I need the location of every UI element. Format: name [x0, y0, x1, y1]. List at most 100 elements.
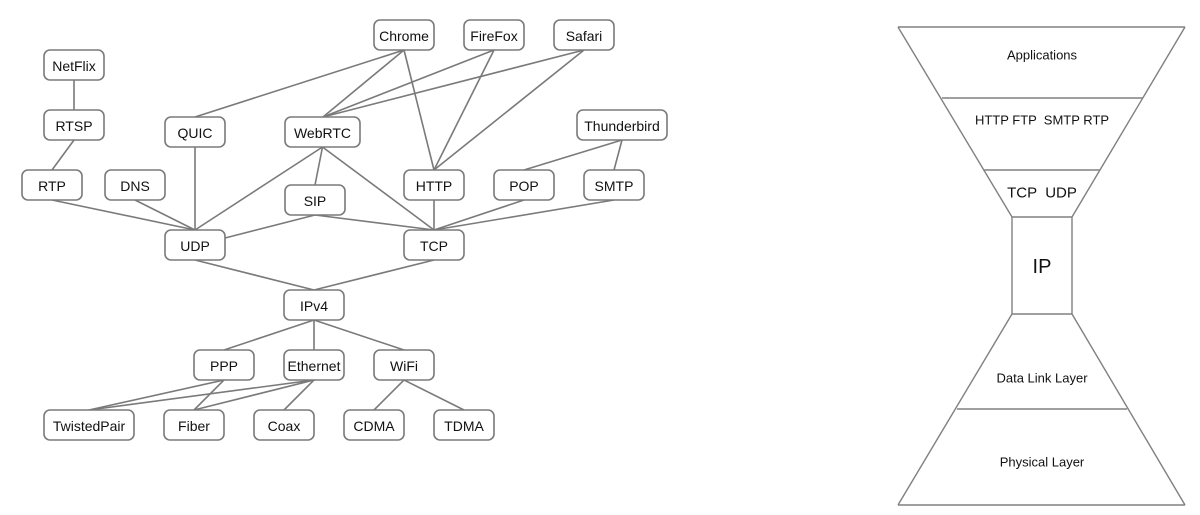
- hourglass-upper-right-edge: [1071, 26, 1186, 218]
- node-chrome: Chrome: [373, 19, 435, 51]
- edge-chrome-quic: [194, 49, 405, 118]
- node-wifi: WiFi: [373, 349, 435, 381]
- node-quic: QUIC: [164, 116, 226, 148]
- node-box: [284, 184, 346, 216]
- edge-firefox-http: [433, 49, 495, 171]
- node-dns: DNS: [104, 169, 166, 201]
- node-thunderbird: Thunderbird: [576, 109, 668, 141]
- node-rtp: RTP: [21, 169, 83, 201]
- node-box: [104, 169, 166, 201]
- node-coax: Coax: [253, 409, 315, 441]
- node-box: [43, 409, 135, 441]
- node-box: [403, 169, 465, 201]
- edge-safari-http: [433, 49, 585, 171]
- node-label: TwistedPair: [53, 418, 126, 434]
- edge-firefox-webrtc: [322, 49, 495, 118]
- node-ipv4: IPv4: [283, 289, 345, 321]
- node-label: IPv4: [300, 298, 328, 314]
- layer-label-transport: TCP UDP: [1007, 185, 1077, 202]
- node-box: [403, 229, 465, 261]
- node-tdma: TDMA: [433, 409, 495, 441]
- node-label: Safari: [566, 28, 603, 44]
- node-box: [283, 289, 345, 321]
- node-label: RTSP: [55, 118, 92, 134]
- node-box: [283, 349, 345, 381]
- edge-ipv4-wifi: [313, 319, 405, 351]
- node-netflix: NetFlix: [43, 49, 105, 81]
- edge-sip-tcp: [314, 214, 435, 231]
- node-box: [493, 169, 555, 201]
- node-label: WebRTC: [294, 125, 351, 141]
- layer-label-applications: Applications: [1007, 48, 1078, 63]
- node-label: WiFi: [390, 358, 418, 374]
- node-label: SMTP: [595, 178, 634, 194]
- node-udp: UDP: [164, 229, 226, 261]
- node-firefox: FireFox: [463, 19, 525, 51]
- node-label: Ethernet: [288, 358, 341, 374]
- edge-webrtc-udp: [194, 146, 323, 231]
- edge-smtp-tcp: [433, 199, 615, 231]
- node-tcp: TCP: [403, 229, 465, 261]
- hourglass-lower-right-edge: [1071, 313, 1186, 506]
- node-label: FireFox: [470, 28, 517, 44]
- node-box: [193, 349, 255, 381]
- node-box: [576, 109, 668, 141]
- edge-ppp-twistedpair: [88, 379, 225, 411]
- edge-wifi-cdma: [373, 379, 405, 411]
- layer-label-app-protocols: HTTP FTP SMTP RTP: [975, 113, 1109, 128]
- node-box: [164, 229, 226, 261]
- node-box: [163, 409, 225, 441]
- hourglass-lower-left-edge: [897, 313, 1013, 506]
- node-label: Fiber: [178, 418, 210, 434]
- node-box: [253, 409, 315, 441]
- node-label: Thunderbird: [584, 118, 660, 134]
- node-webrtc: WebRTC: [284, 116, 361, 148]
- node-sip: SIP: [284, 184, 346, 216]
- edge-rtp-udp: [51, 199, 196, 231]
- node-box: [343, 409, 405, 441]
- node-box: [553, 19, 615, 51]
- node-label: PPP: [210, 358, 238, 374]
- node-rtsp: RTSP: [43, 109, 105, 141]
- node-label: RTP: [38, 178, 66, 194]
- edge-tcp-ipv4: [313, 259, 435, 291]
- node-label: Coax: [268, 418, 301, 434]
- edge-webrtc-sip: [314, 146, 324, 186]
- node-label: DNS: [120, 178, 150, 194]
- edge-ethernet-fiber: [193, 379, 315, 411]
- node-box: [21, 169, 83, 201]
- node-smtp: SMTP: [583, 169, 645, 201]
- edge-thunderbird-pop: [523, 139, 623, 171]
- node-box: [373, 19, 435, 51]
- node-safari: Safari: [553, 19, 615, 51]
- layer-label-ip: IP: [1033, 256, 1052, 278]
- node-label: CDMA: [353, 418, 395, 434]
- edge-wifi-tdma: [403, 379, 465, 411]
- hourglass-upper-left-edge: [897, 26, 1013, 218]
- node-http: HTTP: [403, 169, 465, 201]
- node-box: [164, 116, 226, 148]
- node-fiber: Fiber: [163, 409, 225, 441]
- layer-label-physical: Physical Layer: [1000, 455, 1085, 470]
- edge-thunderbird-smtp: [613, 139, 623, 171]
- edge-pop-tcp: [433, 199, 525, 231]
- node-label: TDMA: [444, 418, 484, 434]
- node-box: [583, 169, 645, 201]
- node-pop: POP: [493, 169, 555, 201]
- layer-label-data-link: Data Link Layer: [996, 371, 1088, 386]
- edge-ethernet-twistedpair: [88, 379, 315, 411]
- node-box: [433, 409, 495, 441]
- node-box: [43, 109, 105, 141]
- edge-dns-udp: [134, 199, 196, 231]
- node-label: QUIC: [178, 125, 213, 141]
- node-label: HTTP: [416, 178, 453, 194]
- node-box: [373, 349, 435, 381]
- edge-webrtc-tcp: [322, 146, 435, 231]
- node-twistedpair: TwistedPair: [43, 409, 135, 441]
- edge-safari-webrtc: [322, 49, 585, 118]
- node-label: SIP: [304, 193, 327, 209]
- edge-chrome-webrtc: [322, 49, 405, 118]
- node-ppp: PPP: [193, 349, 255, 381]
